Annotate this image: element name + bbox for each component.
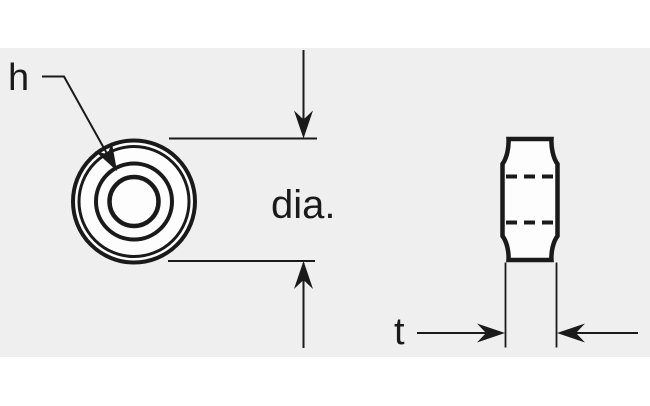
hole-leader xyxy=(42,75,117,171)
hole-diameter-label: h xyxy=(8,57,29,99)
thickness-dimension-arrowheads xyxy=(477,323,585,343)
front-view xyxy=(71,138,197,265)
outer-rim-circle xyxy=(71,138,197,265)
hole-chamfer-circle xyxy=(94,161,174,242)
h-leader-line xyxy=(42,75,116,169)
thickness-label: t xyxy=(394,311,405,353)
thickness-dimension-lines xyxy=(417,262,638,348)
side-view xyxy=(500,136,560,263)
down-arrowhead-icon xyxy=(294,110,313,139)
outer-diameter-label: dia. xyxy=(271,183,336,227)
leader-arrowhead-icon xyxy=(95,141,117,171)
rim-chamfer-circle xyxy=(77,145,191,258)
side-view-outline xyxy=(500,136,560,263)
diameter-dimension-arrowheads xyxy=(294,110,313,289)
left-arrowhead-icon xyxy=(557,323,585,343)
center-hole-circle xyxy=(107,174,161,229)
right-arrowhead-icon xyxy=(477,323,505,343)
up-arrowhead-icon xyxy=(294,261,313,289)
